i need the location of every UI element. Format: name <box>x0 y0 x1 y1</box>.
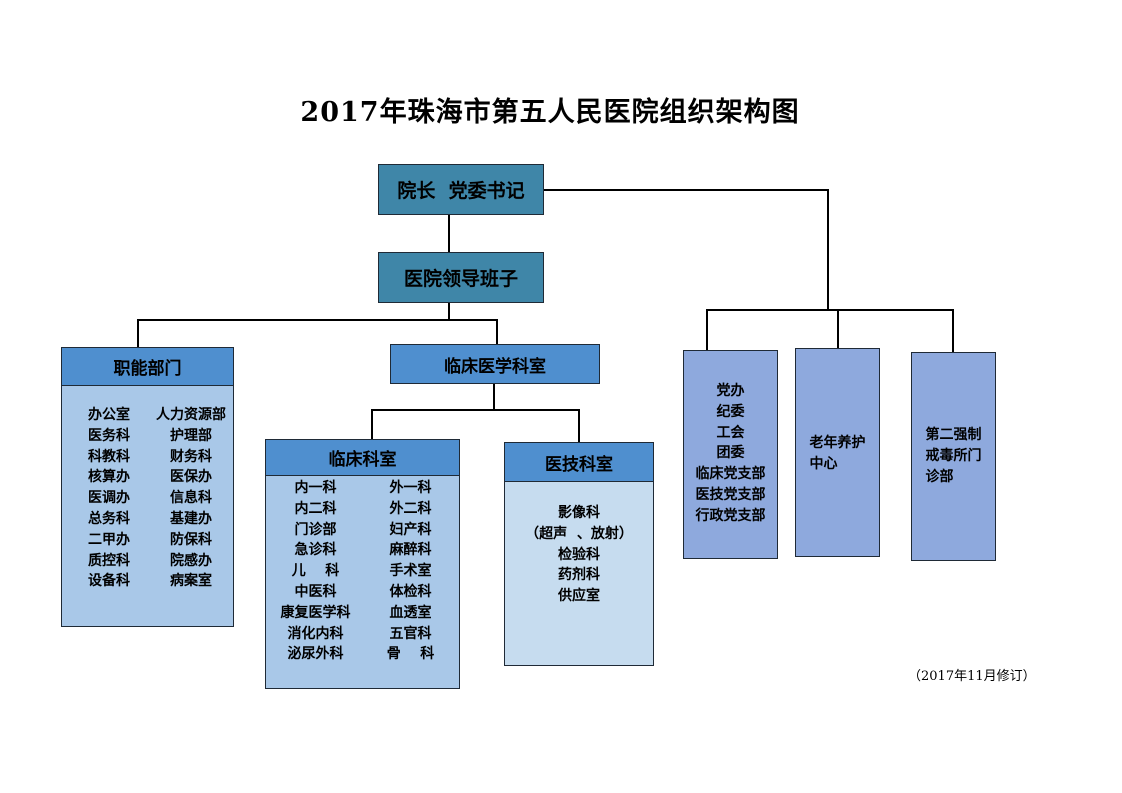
party-org-item: 团委 <box>716 445 745 462</box>
clinical-dept-item: 内一科 <box>294 480 337 496</box>
party-org-item: 临床党支部 <box>695 466 766 483</box>
clinical-dept-item: 门诊部 <box>294 521 337 538</box>
functional-dept-item: 质控科 <box>88 552 130 569</box>
clinical-dept-item: 外二科 <box>389 500 432 517</box>
functional-dept-item: 二甲办 <box>88 531 130 548</box>
clinical-dept-item: 骨 科 <box>386 646 435 663</box>
medtech-header: 医技科室 <box>504 442 654 482</box>
medtech-dept-item: 检验科 <box>558 546 600 563</box>
connector-rehab <box>952 309 954 353</box>
party-org-item: 纪委 <box>716 403 745 420</box>
clinical-header: 临床科室 <box>265 439 460 476</box>
functional-dept-item: 院感办 <box>170 552 212 569</box>
clinical-dept-item: 泌尿外科 <box>287 646 344 663</box>
functional-dept-item: 医调办 <box>88 490 130 507</box>
clinical-dept-item: 手术室 <box>389 563 432 580</box>
medtech-dept-item: 药剂科 <box>558 567 600 584</box>
rehab-box <box>911 352 996 561</box>
clinical-dept-item: 体检科 <box>389 583 432 600</box>
functional-dept-item: 财务科 <box>170 448 212 465</box>
functional-dept-item: 防保科 <box>170 531 212 548</box>
medtech-body <box>504 481 654 666</box>
connector-medtech <box>578 409 580 443</box>
president-box: 院长 党委书记 <box>378 164 544 215</box>
party-box <box>683 350 778 559</box>
connector-clinical-medicine <box>496 319 498 345</box>
clinical-dept-item: 康复医学科 <box>280 604 351 621</box>
functional-body <box>61 385 234 627</box>
functional-dept-item: 基建办 <box>170 510 212 527</box>
clinical-body <box>265 475 460 689</box>
connector-elderly <box>837 309 839 349</box>
functional-header: 职能部门 <box>61 347 234 386</box>
functional-list: 办公室 人力资源部医务科 护理部科教科 财务科核算办 医保办医调办 信息科总务科 基建办二甲… <box>68 405 232 592</box>
revision-note: （2017年11月修订） <box>908 669 1036 684</box>
medtech-dept-item: 影像科 <box>558 505 600 521</box>
party-org-item: 党办 <box>716 383 745 399</box>
medtech-list: 影像科 （超声 、放射） 检验科药剂科供应室 <box>504 503 654 607</box>
leadership-box: 医院领导班子 <box>378 252 544 303</box>
clinical-dept-item: 五官科 <box>389 625 432 642</box>
medtech-dept-item: （超声 、放射） <box>525 525 633 542</box>
medtech-dept-item: 供应室 <box>558 588 600 605</box>
party-org-item: 行政党支部 <box>695 507 766 524</box>
functional-dept-item: 医务科 <box>88 427 130 444</box>
functional-dept-item: 办公室 <box>88 407 130 423</box>
clinical-dept-item: 内二科 <box>294 500 337 517</box>
party-org-item: 医技党支部 <box>695 486 766 503</box>
functional-dept-item: 医保办 <box>170 469 212 486</box>
functional-dept-item: 总务科 <box>88 510 130 527</box>
functional-dept-item: 信息科 <box>170 490 212 507</box>
clinical-dept-item: 儿 科 <box>291 563 340 580</box>
chart-title: 2017年珠海市第五人民医院组织架构图 <box>300 97 800 128</box>
connector-right-drop <box>827 189 829 310</box>
party-list: 党办纪委工会团委临床党支部医技党支部行政党支部 <box>683 381 778 527</box>
functional-dept-item: 人力资源部 <box>156 407 226 423</box>
connector-left-bus <box>137 319 498 321</box>
elderly-box <box>795 348 880 557</box>
connector-sub-bus <box>371 409 580 411</box>
clinical-dept-item: 外一科 <box>389 480 432 496</box>
clinical-dept-item: 消化内科 <box>287 625 344 642</box>
connector-president-right <box>543 189 828 191</box>
functional-dept-item: 病案室 <box>170 573 212 590</box>
clinical-dept-item: 急诊科 <box>294 542 337 559</box>
connector-party <box>706 309 708 351</box>
clinical-list: 内一科 外一科内二科 外二科门诊部 妇产科急诊科 麻醉科儿 科 手术室中医科 体检科康复医学… <box>268 478 458 665</box>
connector-clinical <box>371 409 373 440</box>
elderly-label: 老年养护 中心 <box>809 435 866 472</box>
rehab-label: 第二强制 戒毒所门 诊部 <box>925 427 982 485</box>
functional-dept-item: 核算办 <box>88 469 130 486</box>
connector-cm-down <box>493 383 495 410</box>
clinical-dept-item: 妇产科 <box>389 521 432 538</box>
functional-dept-item: 护理部 <box>170 427 212 444</box>
clinical-dept-item: 血透室 <box>389 604 432 621</box>
clinical-dept-item: 中医科 <box>294 583 337 600</box>
functional-dept-item: 科教科 <box>88 448 130 465</box>
connector-leadership-down <box>448 302 450 320</box>
clinical-medicine-box: 临床医学科室 <box>390 344 600 384</box>
clinical-dept-item: 麻醉科 <box>389 542 432 559</box>
connector-president-leadership <box>448 214 450 252</box>
functional-dept-item: 设备科 <box>88 573 130 590</box>
connector-functional <box>137 319 139 348</box>
connector-right-bus <box>706 309 954 311</box>
party-org-item: 工会 <box>716 424 745 441</box>
